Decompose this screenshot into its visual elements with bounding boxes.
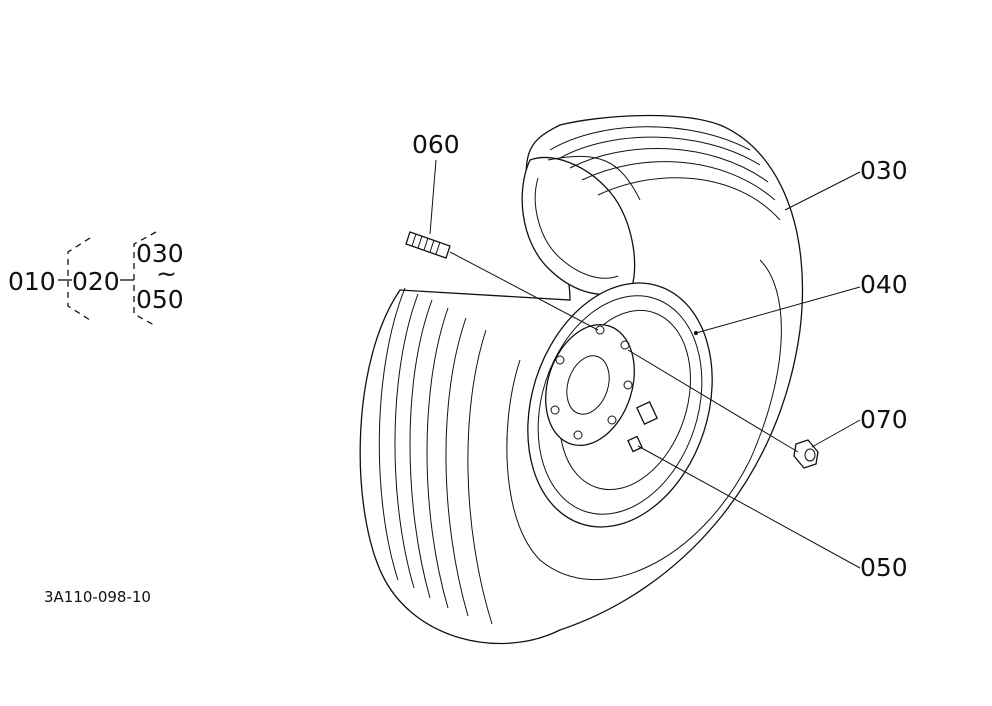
tire-drawing <box>359 114 804 645</box>
callout-060[interactable]: 060 <box>412 130 460 159</box>
leader-040-dot <box>694 331 698 335</box>
hub-hole <box>566 355 610 415</box>
part-030-label[interactable]: 030 <box>136 239 184 268</box>
nut-body <box>793 439 819 469</box>
leader-050 <box>637 445 861 569</box>
part-020-label[interactable]: 020 <box>72 267 120 296</box>
callout-labels: 060 030 040 070 050 <box>412 130 908 582</box>
wheel-nut <box>793 439 819 469</box>
valve-base <box>627 435 643 453</box>
leader-070-axis <box>627 349 799 453</box>
stud-bolt <box>405 231 451 259</box>
part-050-label[interactable]: 050 <box>136 285 184 314</box>
part-010-label[interactable]: 010 <box>8 267 56 296</box>
stud-bolt-body <box>405 231 451 259</box>
tree-bracket-left <box>67 237 91 321</box>
tree-bracket-right <box>133 231 157 327</box>
callout-070[interactable]: 070 <box>860 405 908 434</box>
bolt-hole <box>620 340 630 350</box>
bolt-hole <box>623 380 633 390</box>
leader-030 <box>784 171 861 211</box>
drawing-number: 3A110-098-10 <box>44 588 151 606</box>
callout-040[interactable]: 040 <box>860 270 908 299</box>
valve-stem <box>635 401 659 425</box>
bolt-hole <box>595 325 605 335</box>
bolt-hole <box>607 415 617 425</box>
leader-lines <box>429 159 861 569</box>
bolt-hole <box>573 430 583 440</box>
bolt-hole <box>555 355 565 365</box>
range-tilde: ~ <box>156 259 177 288</box>
bolt-hole <box>550 405 560 415</box>
leader-040 <box>695 286 861 334</box>
callout-030[interactable]: 030 <box>860 156 908 185</box>
leader-060 <box>429 159 437 235</box>
leader-070 <box>811 419 861 448</box>
callout-050[interactable]: 050 <box>860 553 908 582</box>
leader-060-axis <box>449 251 599 331</box>
wheel-disc <box>545 323 635 447</box>
part-hierarchy-tree: 010 020 030 ~ 050 <box>8 231 184 327</box>
